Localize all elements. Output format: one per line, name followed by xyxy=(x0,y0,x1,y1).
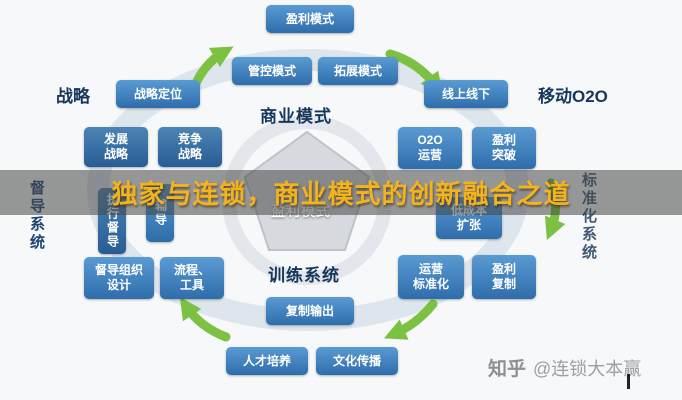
node-process-tools: 流程、 工具 xyxy=(160,257,224,299)
label-training-system: 训练系统 xyxy=(268,266,340,285)
arrow-bottom-right-icon xyxy=(383,299,438,340)
node-control-model: 管控模式 xyxy=(232,57,312,85)
watermark-handle: @连锁大本赢 xyxy=(533,358,642,379)
cursor-mark xyxy=(627,374,630,389)
node-competition-strategy: 竞争 战略 xyxy=(158,127,222,167)
node-culture-spread: 文化传播 xyxy=(316,347,398,375)
node-o2o-operation: O2O 运营 xyxy=(398,127,462,169)
label-strategy: 战略 xyxy=(56,87,90,106)
label-mobile-o2o: 移动O2O xyxy=(538,87,608,106)
headline-band: 独家与连锁，商业模式的创新融合之道 xyxy=(0,170,682,215)
node-development-strategy: 发展 战略 xyxy=(84,127,148,167)
label-business-model: 商业模式 xyxy=(260,107,332,126)
node-expansion-model: 拓展模式 xyxy=(318,57,398,85)
node-talent-training: 人才培养 xyxy=(226,347,308,375)
node-copy-output: 复制输出 xyxy=(266,297,354,325)
node-online-offline: 线上线下 xyxy=(424,80,508,108)
zhihu-logo: 知乎 xyxy=(488,359,527,380)
watermark: 知乎 @连锁大本赢 xyxy=(488,354,641,381)
node-profit-breakthrough: 盈利 突破 xyxy=(472,127,536,169)
headline-text: 独家与连锁，商业模式的创新融合之道 xyxy=(111,179,571,209)
node-profit-replication: 盈利 复制 xyxy=(472,255,536,299)
node-profit-model: 盈利模式 xyxy=(266,5,354,33)
node-supervision-org-design: 督导组织 设计 xyxy=(84,257,154,299)
node-strategy-positioning: 战略定位 xyxy=(116,80,200,108)
node-operation-standardization: 运营 标准化 xyxy=(398,255,464,299)
arrow-bottom-left-icon xyxy=(179,296,231,342)
